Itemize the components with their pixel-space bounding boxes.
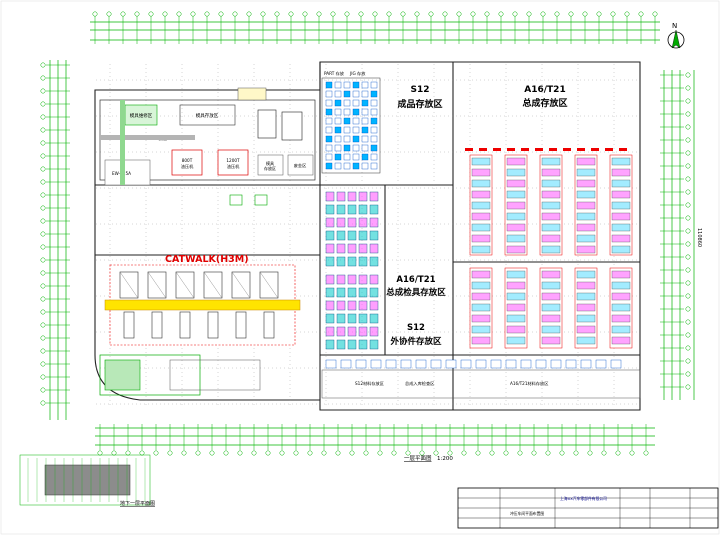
plan-title: 一层平面图 [404, 454, 432, 462]
svg-text:油压机: 油压机 [227, 163, 240, 170]
bottom-dimension-chain [95, 427, 655, 446]
label-part-top: PART 存放 [324, 70, 345, 77]
label-a16-material: A16/T21材料存放区 [510, 380, 548, 387]
title-block-project: 冲压车间平面布置图 [510, 511, 544, 516]
north-arrow: N [667, 22, 685, 49]
catwalk-press-line: CATWALK(H3M) [99, 254, 301, 396]
inset-title: 地下一层平面图 [120, 500, 155, 507]
title-block-company: 上海XX汽车零部件有限公司 [560, 496, 607, 501]
catwalk-label: CATWALK(H3M) [165, 254, 249, 265]
assembly-racks [465, 148, 633, 349]
label-mold-inspect: 总成入库检查区 [405, 380, 434, 387]
basement-inset: 地下一层平面图 [19, 454, 155, 507]
middle-lower-racks [325, 191, 379, 350]
dimension-right-label: 110860 [696, 228, 702, 247]
zone-s12-finished-line1: S12 [410, 85, 429, 95]
material-strip: S12材料存放区 总成入库检查区 A16/T21材料存放区 [321, 359, 641, 399]
label-mold-store2: 模具 [266, 160, 274, 166]
mold-shop-area: 模具维修区 模具存放区 4# 模建 EW-425A 800T 油压机 1200T… [99, 87, 316, 206]
press-units [119, 271, 279, 339]
left-grid-markers [40, 62, 70, 406]
svg-text:油压机: 油压机 [181, 163, 194, 170]
bottom-grid-markers [97, 424, 649, 456]
label-jig-repair: 模具维修区 [130, 112, 153, 119]
label-jig-store: 模具存放区 [196, 112, 219, 119]
middle-racks [325, 81, 378, 170]
label-scrap: 废金区 [294, 162, 307, 169]
zone-s12-outsourced-line2: 外协件存放区 [389, 336, 442, 347]
right-dimension-chain [663, 70, 695, 400]
zone-a16-assembly-line1: A16/T21 [524, 85, 565, 95]
title-block: 上海XX汽车零部件有限公司 冲压车间平面布置图 [457, 487, 719, 529]
right-grid-markers [660, 72, 691, 390]
label-press-1200t: 1200T [226, 158, 240, 163]
zone-a16-assembly-line2: 总成存放区 [522, 97, 567, 109]
label-press-800t: 800T [182, 158, 193, 163]
left-dimension-chain [49, 60, 67, 420]
zone-s12-outsourced-line1: S12 [407, 323, 425, 333]
top-grid-markers [92, 11, 658, 44]
north-label: N [672, 22, 677, 30]
label-s12-material: S12材料存放区 [355, 380, 384, 387]
zone-a16-inspection-line2: 总成检具存放区 [386, 287, 446, 298]
label-jig-top: JIG 存放 [349, 70, 366, 77]
zone-a16-inspection-line1: A16/T21 [396, 275, 435, 285]
svg-text:存放区: 存放区 [264, 165, 276, 171]
middle-storage: PART 存放 JIG 存放 [321, 70, 381, 350]
zone-s12-finished-line2: 成品存放区 [397, 98, 442, 110]
plan-scale: 1:200 [437, 456, 453, 462]
